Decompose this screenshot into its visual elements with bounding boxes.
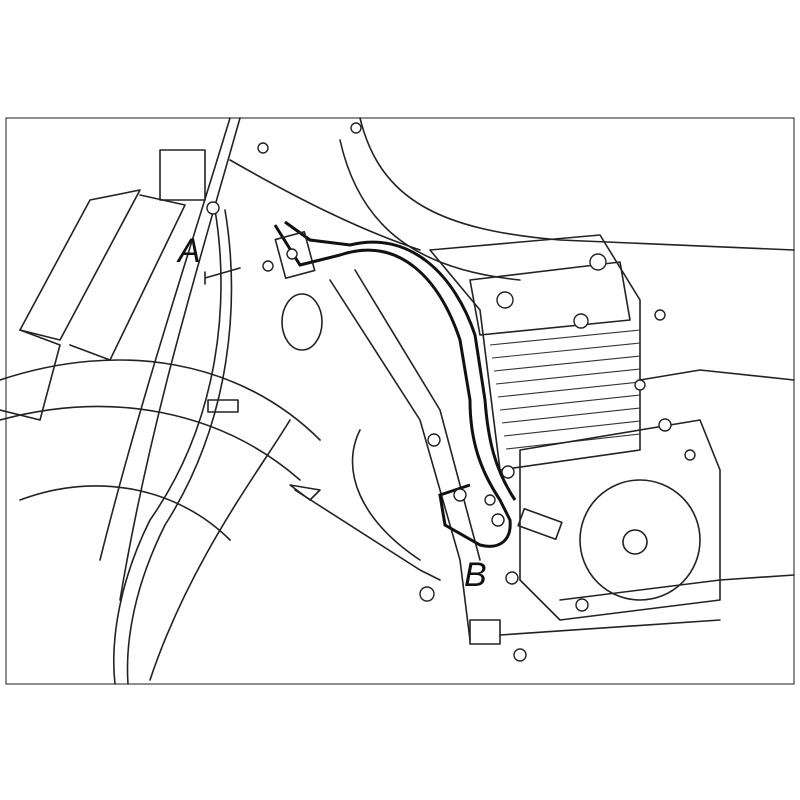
brake-hose	[112, 209, 239, 685]
front-fork	[0, 117, 241, 601]
label-point-a: A	[178, 232, 201, 270]
footpeg-and-levers	[289, 484, 795, 645]
fuel-tank	[229, 117, 795, 281]
crash-bar	[273, 220, 517, 548]
label-point-b: B	[464, 556, 487, 594]
drawing-frame	[5, 117, 795, 685]
frame-downtube	[329, 269, 481, 641]
bolts	[204, 122, 696, 662]
engine-cover	[519, 369, 795, 621]
horn	[281, 293, 323, 351]
engine-cylinder	[429, 234, 641, 471]
front-wheel	[0, 359, 321, 681]
